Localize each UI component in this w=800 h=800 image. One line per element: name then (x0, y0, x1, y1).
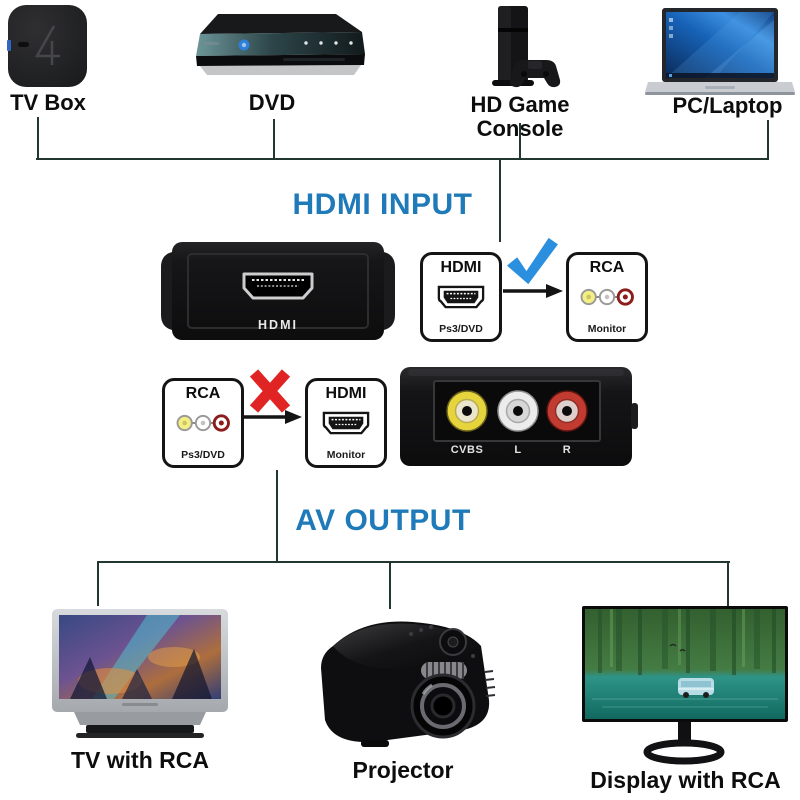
line-output-drop (276, 470, 278, 562)
device-label-projector: Projector (352, 757, 454, 783)
device-label-display-rca: Display with RCA (590, 767, 781, 793)
arrow-right-icon (241, 409, 303, 425)
wrong-source-subtitle: Ps3/DVD (181, 448, 225, 461)
line-input-drop (499, 160, 501, 242)
device-label-pc-laptop: PC/Laptop (672, 93, 783, 118)
hdmi-input-heading: HDMI INPUT (292, 188, 473, 221)
line-laptop-drop (767, 120, 769, 159)
jack-label-cvbs: CVBS (450, 444, 484, 456)
jack-label-left: L (514, 444, 522, 456)
correct-source-title: HDMI (440, 259, 482, 276)
rca-plugs-icon (579, 287, 635, 312)
correct-source-subtitle: Ps3/DVD (439, 322, 483, 335)
line-console-drop (519, 123, 521, 159)
converter-hdmi-side-image: HDMI (158, 242, 398, 340)
dvd-player-image (188, 12, 368, 87)
rca-display-image (582, 606, 788, 768)
line-bottom-bus (97, 561, 730, 563)
jack-label-right: R (562, 444, 572, 456)
check-icon (503, 236, 561, 286)
wrong-source-box: RCA Ps3/DVD (162, 378, 244, 468)
arrow-right-icon (502, 283, 564, 299)
device-label-dvd: DVD (248, 90, 296, 115)
correct-target-title: RCA (589, 259, 625, 276)
correct-source-box: HDMI Ps3/DVD (420, 252, 502, 342)
converter-front-port-label: HDMI (258, 318, 298, 332)
line-tv-drop (97, 561, 99, 606)
wrong-source-title: RCA (185, 385, 221, 402)
hdmi-plug-icon (436, 285, 486, 315)
correct-target-box: RCA Monitor (566, 252, 648, 342)
projector-image (303, 612, 503, 754)
line-top-bus (36, 158, 769, 160)
av-output-heading: AV OUTPUT (295, 504, 471, 537)
wrong-target-subtitle: Monitor (326, 448, 366, 461)
tv-box-image (7, 4, 89, 90)
rca-tv-image (52, 609, 228, 743)
line-dvd-drop (273, 119, 275, 159)
device-label-tv-box: TV Box (10, 90, 86, 115)
rca-plugs-icon (175, 413, 231, 438)
wrong-target-box: HDMI Monitor (305, 378, 387, 468)
correct-target-subtitle: Monitor (587, 322, 627, 335)
line-display-drop (727, 561, 729, 609)
line-projector-drop (389, 561, 391, 609)
cross-icon (247, 368, 293, 414)
converter-av-side-image: CVBS L R (400, 367, 638, 466)
device-label-tv-rca: TV with RCA (71, 747, 209, 773)
line-tvbox-drop (37, 117, 39, 159)
game-console-image (468, 4, 572, 98)
wrong-target-title: HDMI (325, 385, 367, 402)
hdmi-plug-icon (321, 411, 371, 441)
laptop-image (645, 8, 795, 100)
